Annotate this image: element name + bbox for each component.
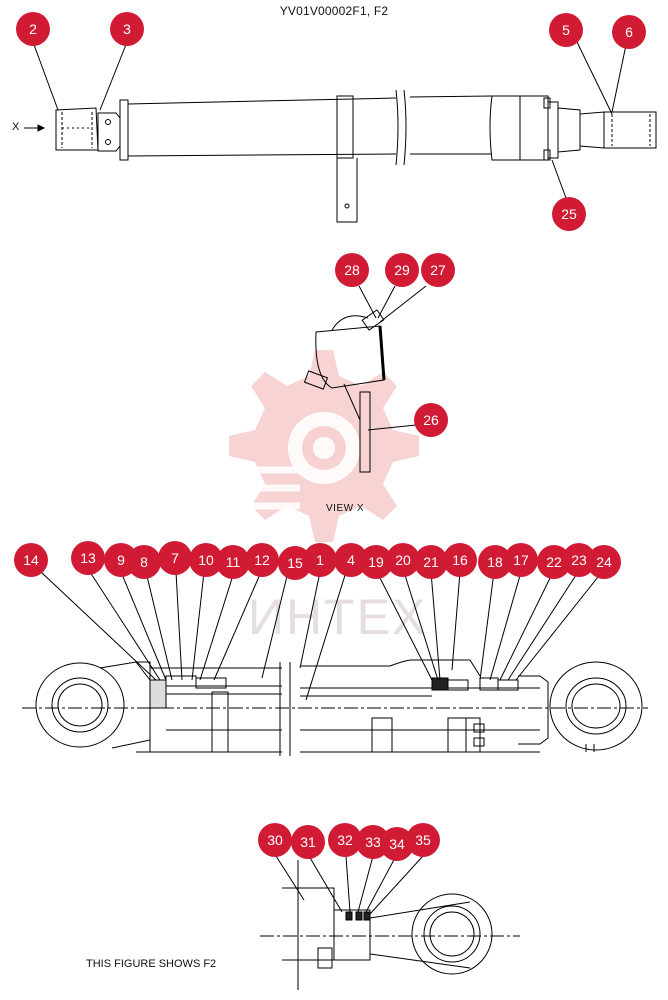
callout-28[interactable]: 28 — [335, 253, 369, 287]
callout-3[interactable]: 3 — [110, 12, 144, 46]
section-view — [22, 571, 648, 756]
diagram-title: YV01V00002F1, F2 — [279, 4, 389, 18]
callout-12[interactable]: 12 — [245, 543, 279, 577]
view-x-detail — [303, 285, 427, 473]
callout-25[interactable]: 25 — [552, 197, 586, 231]
top-cylinder-view — [24, 41, 657, 223]
view-x-arrow-label: X — [12, 121, 20, 133]
callout-32[interactable]: 32 — [328, 823, 362, 857]
callout-24[interactable]: 24 — [587, 545, 621, 579]
callout-14[interactable]: 14 — [14, 543, 48, 577]
watermark-gear-logo — [200, 350, 419, 542]
callout-17[interactable]: 17 — [504, 543, 538, 577]
callout-27[interactable]: 27 — [421, 253, 455, 287]
callout-35[interactable]: 35 — [406, 823, 440, 857]
callout-6[interactable]: 6 — [612, 15, 646, 49]
f2-detail-view — [260, 855, 520, 990]
callout-2[interactable]: 2 — [16, 12, 50, 46]
callout-11[interactable]: 11 — [216, 545, 250, 579]
callout-26[interactable]: 26 — [414, 403, 448, 437]
callout-20[interactable]: 20 — [386, 543, 420, 577]
callout-29[interactable]: 29 — [385, 253, 419, 287]
callout-13[interactable]: 13 — [71, 541, 105, 575]
watermark-text: ИНТЕХ — [248, 589, 428, 645]
callout-7[interactable]: 7 — [158, 541, 192, 575]
callout-5[interactable]: 5 — [549, 13, 583, 47]
callout-8[interactable]: 8 — [127, 545, 161, 579]
callout-30[interactable]: 30 — [258, 823, 292, 857]
callout-31[interactable]: 31 — [291, 825, 325, 859]
callout-1[interactable]: 1 — [303, 543, 337, 577]
view-x-caption: VIEW X — [326, 503, 365, 514]
figure-note: THIS FIGURE SHOWS F2 — [86, 958, 217, 970]
callout-16[interactable]: 16 — [443, 543, 477, 577]
callout-21[interactable]: 21 — [414, 545, 448, 579]
